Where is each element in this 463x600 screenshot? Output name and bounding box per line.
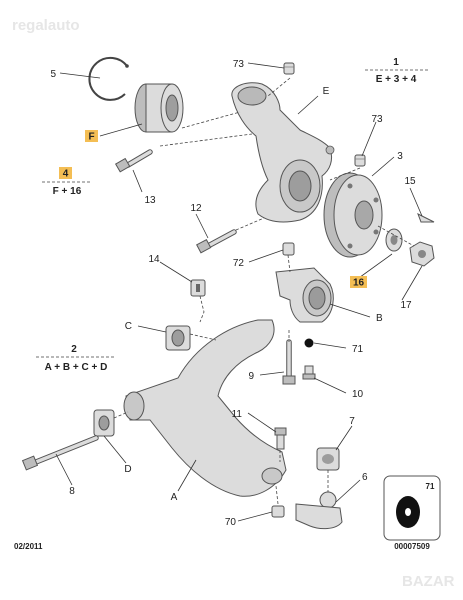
lower-control-arm-part-a xyxy=(123,319,287,497)
highlight-4 xyxy=(59,167,72,179)
bolt-part-9 xyxy=(282,339,296,385)
callout-8: 8 xyxy=(69,486,75,497)
callout-17: 17 xyxy=(400,300,412,311)
leader-lines xyxy=(55,62,423,522)
bolt-part-12 xyxy=(196,229,237,254)
wheel-bearing-part-f xyxy=(134,83,184,133)
callout-b: B xyxy=(376,313,383,324)
formula-4-expression: F + 16 xyxy=(53,186,82,197)
circlip-part-5 xyxy=(88,56,129,101)
rear-bush-bracket-part-b xyxy=(275,267,334,323)
callout-11: 11 xyxy=(232,409,243,420)
callout-7: 7 xyxy=(349,416,355,427)
callout-12: 12 xyxy=(190,203,202,214)
callout-70: 70 xyxy=(225,517,237,528)
castle-nut-part-17 xyxy=(409,241,435,267)
callout-73-right: 73 xyxy=(371,114,383,125)
wheel-hub-part-3 xyxy=(323,172,383,258)
bolt-part-8 xyxy=(21,435,99,471)
formula-2-number: 2 xyxy=(71,344,77,355)
steering-knuckle-part-e xyxy=(231,82,335,223)
highlight-f xyxy=(85,130,98,142)
callout-5: 5 xyxy=(50,69,56,80)
callout-6: 6 xyxy=(362,472,368,483)
highlight-16 xyxy=(350,276,367,288)
callout-10: 10 xyxy=(352,389,364,400)
watermark-top-left: regalauto xyxy=(12,17,80,34)
assembly-dashed-lines xyxy=(113,77,415,505)
callout-73-top: 73 xyxy=(233,59,245,70)
split-pin-part-15 xyxy=(417,212,435,223)
callout-9: 9 xyxy=(248,371,254,382)
inset-washer-71: 71 00007509 xyxy=(383,475,441,551)
callout-f: F xyxy=(88,132,94,143)
callout-13: 13 xyxy=(144,195,156,206)
callout-3: 3 xyxy=(397,151,403,162)
nut-part-72 xyxy=(282,242,295,256)
front-bush-part-c xyxy=(165,325,191,351)
formula-2: 2 A + B + C + D xyxy=(36,344,114,373)
formula-1-expression: E + 3 + 4 xyxy=(376,74,417,85)
clip-part-14 xyxy=(190,279,206,297)
callout-d: D xyxy=(124,464,131,475)
washer-part-71 xyxy=(304,338,314,348)
bolt-part-13 xyxy=(114,149,153,173)
callout-72: 72 xyxy=(233,258,245,269)
callout-14: 14 xyxy=(148,254,160,265)
date-code: 02/2011 xyxy=(14,542,43,551)
nut-part-73-right xyxy=(354,154,366,167)
bolt-part-11 xyxy=(274,427,287,450)
clamp-part-7 xyxy=(316,447,340,471)
formula-1-number: 1 xyxy=(393,57,399,68)
callout-71: 71 xyxy=(352,344,364,355)
formula-1: 1 E + 3 + 4 xyxy=(365,57,428,85)
nut-part-73-top xyxy=(283,62,295,75)
bush-part-d xyxy=(93,409,115,437)
watermark-bottom-right: BAZAR xyxy=(402,573,455,590)
bolt-part-10 xyxy=(302,365,316,380)
callout-15: 15 xyxy=(404,176,416,187)
callout-a: A xyxy=(171,492,178,503)
reference-code: 00007509 xyxy=(394,542,430,551)
formula-4: 4 F + 16 xyxy=(42,167,92,197)
washer-part-16 xyxy=(385,228,403,252)
callout-c: C xyxy=(125,321,132,332)
callout-16: 16 xyxy=(353,278,365,289)
callout-e: E xyxy=(323,86,330,97)
nut-part-70 xyxy=(271,505,285,518)
formula-4-number: 4 xyxy=(63,169,69,180)
inset-label: 71 xyxy=(426,482,435,491)
formula-2-expression: A + B + C + D xyxy=(45,362,108,373)
ball-joint-part-6 xyxy=(295,491,343,530)
